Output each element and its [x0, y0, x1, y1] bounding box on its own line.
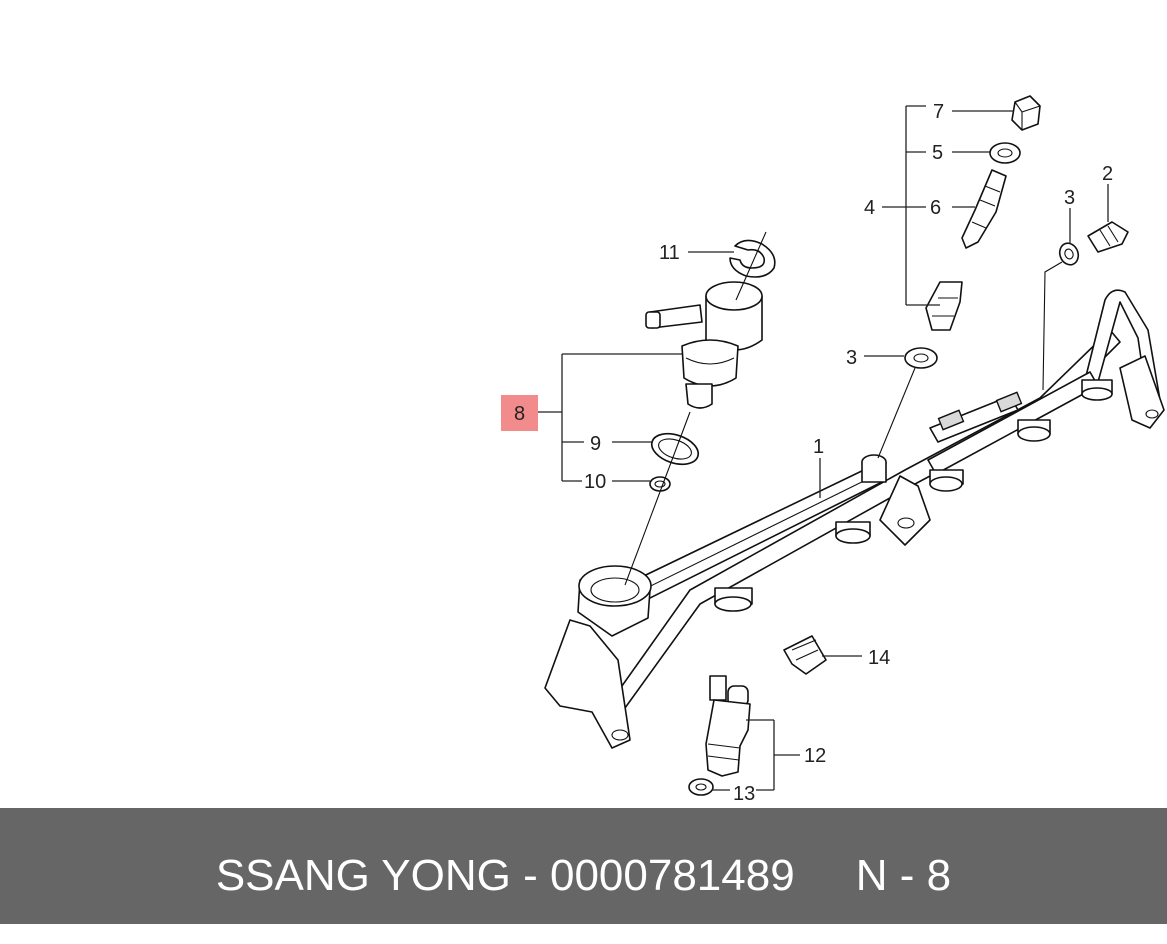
fitting-assembly [925, 95, 1041, 331]
callout-13: 13 [733, 783, 755, 805]
callout-3-middle: 3 [846, 347, 857, 369]
callout-1: 1 [813, 436, 824, 458]
assembly-line-3 [877, 367, 916, 459]
parts-diagram: 1 2 3 3 4 5 6 7 8 9 10 11 12 13 14 [501, 95, 1165, 805]
o-ring-9 [650, 432, 700, 466]
clip-14 [783, 635, 827, 675]
callout-2: 2 [1102, 163, 1113, 185]
callout-8-highlight [501, 395, 538, 431]
retaining-clip-11 [729, 231, 776, 301]
fuel-injector [705, 675, 751, 777]
washer-13 [688, 778, 714, 796]
injector-boss [835, 521, 871, 544]
injector-boss [1017, 419, 1051, 442]
footer-bar: SSANG YONG - 0000781489 N - 8 [0, 808, 1167, 924]
callout-5: 5 [932, 142, 943, 164]
sensor-2 [1087, 221, 1129, 253]
callout-3-right: 3 [1064, 187, 1075, 209]
assembly-line-2 [1042, 261, 1063, 391]
washer-3-right [1058, 242, 1080, 266]
assembly-line-8 [624, 411, 691, 586]
callout-9: 9 [590, 433, 601, 455]
callout-6: 6 [930, 197, 941, 219]
callout-14: 14 [868, 647, 890, 669]
washer-3-middle [904, 347, 938, 369]
callout-12: 12 [804, 745, 826, 767]
fuel-rail [544, 289, 1165, 749]
injector-boss [929, 469, 964, 492]
pressure-regulator [645, 281, 763, 409]
injector-boss [714, 587, 753, 612]
footer-part-label: SSANG YONG - 0000781489 N - 8 [215, 851, 952, 900]
leader-lines [538, 105, 1109, 791]
callout-7: 7 [933, 101, 944, 123]
o-ring-10 [649, 476, 671, 492]
callout-4: 4 [864, 197, 875, 219]
injector-boss [1081, 379, 1113, 401]
callout-8: 8 [514, 403, 525, 425]
callout-11: 11 [659, 242, 680, 264]
callout-10: 10 [584, 471, 606, 493]
